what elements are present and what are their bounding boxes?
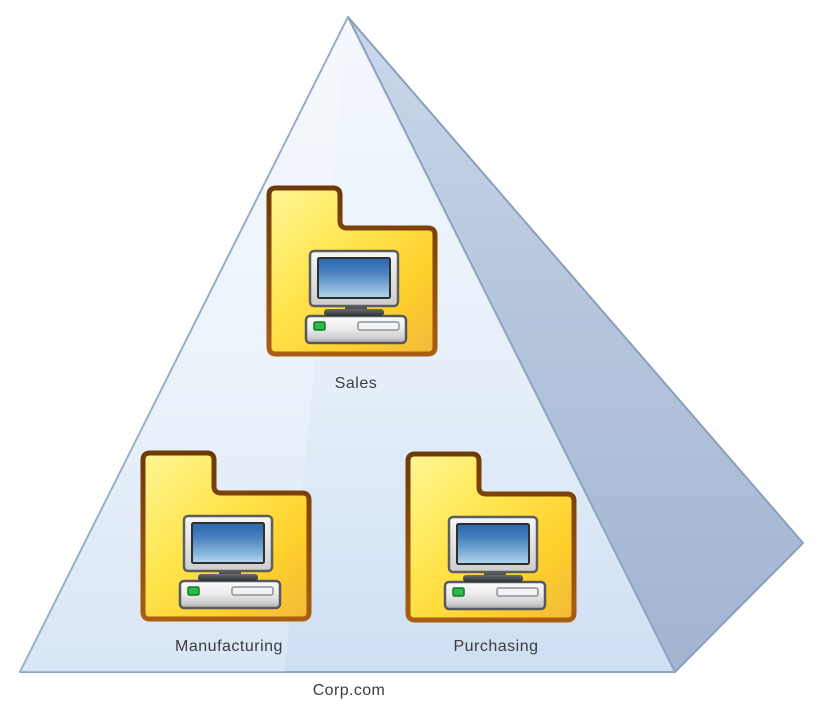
domain-label: Corp.com: [313, 682, 386, 699]
node-label-purchasing: Purchasing: [453, 638, 538, 655]
node-label-manufacturing: Manufacturing: [175, 638, 283, 655]
node-label-sales: Sales: [335, 375, 378, 392]
